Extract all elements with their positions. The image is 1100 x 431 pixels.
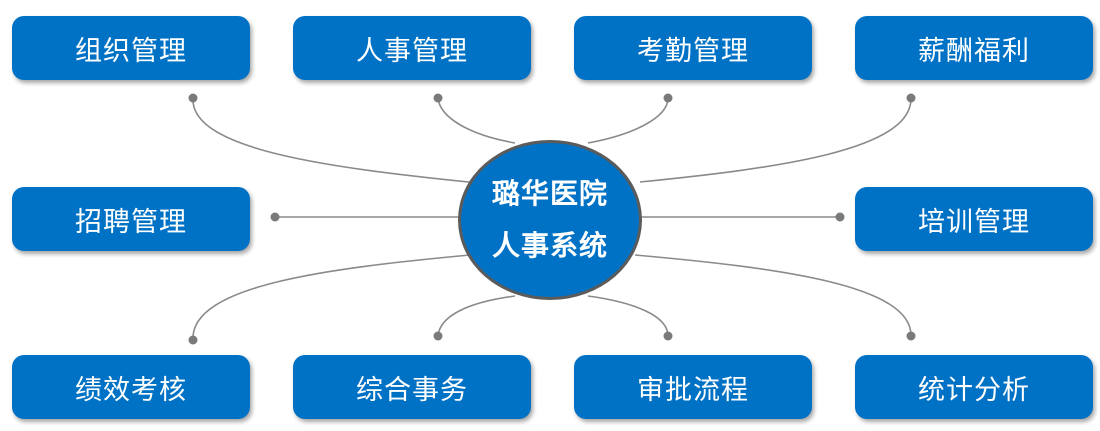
module-hr-management[interactable]: 人事管理 — [293, 16, 531, 80]
dot-performance — [188, 335, 198, 345]
connector-attendance — [587, 97, 669, 144]
module-label: 招聘管理 — [75, 206, 187, 238]
module-label: 综合事务 — [356, 374, 468, 406]
hub-title-line-1: 璐华医院 — [491, 177, 608, 210]
connector-performance — [192, 254, 471, 341]
module-label: 绩效考核 — [75, 374, 187, 406]
module-label: 薪酬福利 — [918, 35, 1030, 67]
dot-attendance — [663, 93, 673, 103]
dot-salary — [906, 93, 916, 103]
module-performance-appraisal[interactable]: 绩效考核 — [12, 355, 250, 419]
dot-org — [188, 93, 198, 103]
connector-org — [192, 97, 479, 184]
dot-general — [433, 331, 443, 341]
module-attendance-management[interactable]: 考勤管理 — [574, 16, 812, 80]
module-recruitment-management[interactable]: 招聘管理 — [12, 187, 250, 251]
connector-general — [437, 295, 516, 337]
hub-title-line-2: 人事系统 — [491, 229, 608, 262]
module-salary-benefits[interactable]: 薪酬福利 — [855, 16, 1093, 80]
connector-statistics — [634, 254, 912, 337]
module-general-affairs[interactable]: 综合事务 — [293, 355, 531, 419]
module-training-management[interactable]: 培训管理 — [855, 187, 1093, 251]
module-label: 统计分析 — [918, 374, 1030, 406]
module-approval-workflow[interactable]: 审批流程 — [574, 355, 812, 419]
module-label: 组织管理 — [75, 35, 187, 67]
connector-approval — [587, 295, 669, 337]
dot-statistics — [906, 331, 916, 341]
module-label: 考勤管理 — [637, 35, 749, 67]
module-statistical-analysis[interactable]: 统计分析 — [855, 355, 1093, 419]
dot-approval — [663, 331, 673, 341]
dot-training — [835, 212, 845, 222]
module-org-management[interactable]: 组织管理 — [12, 16, 250, 80]
module-label: 人事管理 — [356, 35, 468, 67]
connector-hr — [437, 97, 516, 144]
dot-recruitment — [270, 212, 280, 222]
module-label: 培训管理 — [918, 206, 1030, 238]
connector-salary — [639, 97, 912, 183]
dot-hr — [433, 93, 443, 103]
hub-system-title: 璐华医院 人事系统 — [458, 140, 642, 300]
module-label: 审批流程 — [637, 374, 749, 406]
